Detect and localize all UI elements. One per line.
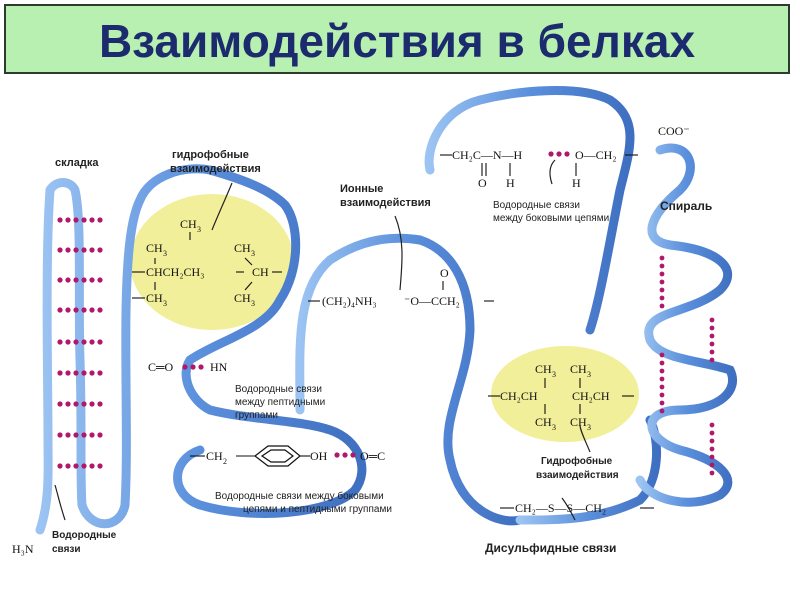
- chem-ionic-o: O: [440, 266, 449, 280]
- label-hbond-side-a: Водородные связи: [493, 200, 580, 211]
- page-title: Взаимодействия в белках: [98, 15, 696, 67]
- label-ionic-b: взаимодействия: [340, 197, 431, 209]
- hydrophobic-region-1: [130, 194, 294, 330]
- label-hydrophobic-2a: Гидрофобные: [541, 455, 613, 467]
- label-hbonds-b: связи: [52, 544, 81, 555]
- chem-ch3-e-sub: 3: [251, 299, 255, 308]
- hbond-dots-sheet: [57, 217, 103, 469]
- chem-side-chain: CH₂C—N—H: [452, 148, 523, 162]
- chem-ch3-d: CH: [234, 241, 251, 255]
- chem-ch2ch-left: CH₂CH: [500, 389, 538, 403]
- chem-side-chain-right: O—CH₂: [575, 148, 617, 162]
- chem-side-h1: H: [506, 176, 515, 190]
- chem-h3n: H₃N: [12, 542, 34, 556]
- label-hydrophobic-1b: взаимодействия: [170, 163, 261, 175]
- chem-ch3-i: CH: [570, 415, 587, 429]
- label-hbond-side-b: между боковыми цепями: [493, 212, 609, 224]
- chem-hn: HN: [210, 360, 228, 374]
- leader-lines: [54, 159, 591, 521]
- chem-oh: OH: [310, 449, 328, 463]
- chem-ionic-right: ⁻O—CCH₂: [404, 294, 460, 308]
- chem-ch3-a: CH: [180, 217, 197, 231]
- chem-ch3-b-sub: 3: [163, 249, 167, 258]
- chem-ch3-f: CH: [535, 362, 552, 376]
- chem-coo: COO⁻: [658, 124, 690, 138]
- chem-side-h2: H: [572, 176, 581, 190]
- chem-co: C═O: [148, 360, 174, 374]
- hbond-dots-misc: [182, 151, 570, 458]
- chem-ch3-c: CH: [146, 291, 163, 305]
- label-spiral: Спираль: [660, 199, 712, 213]
- chem-ch3-b: CH: [146, 241, 163, 255]
- protein-ribbon: [35, 86, 737, 535]
- chem-ch2-tyr: CH: [206, 449, 223, 463]
- title-bar: Взаимодействия в белках: [4, 4, 790, 74]
- chem-ch3-f-sub: 3: [552, 370, 556, 379]
- label-hbond-peptide-c: группами: [235, 410, 278, 421]
- chem-ch2ch-right: CH₂CH: [572, 389, 610, 403]
- benzene-ring-icon: [254, 445, 301, 467]
- chem-ch3-h-sub: 3: [552, 423, 556, 432]
- hydrophobic-region-2: [491, 346, 639, 442]
- label-ionic-a: Ионные: [340, 183, 383, 195]
- chem-ch3-c-sub: 3: [163, 299, 167, 308]
- label-hbond-peptide-a: Водородные связи: [235, 384, 322, 395]
- chem-oc: O═C: [360, 449, 385, 463]
- bond-lines: [132, 154, 654, 509]
- label-fold: складка: [55, 157, 99, 169]
- chem-ch3-e: CH: [234, 291, 251, 305]
- chem-ionic-left: (CH₂)₄NH₃: [322, 294, 377, 308]
- chem-ch3-g: CH: [570, 362, 587, 376]
- chem-ch3-h: CH: [535, 415, 552, 429]
- chem-ch2-tyr-sub: 2: [223, 457, 227, 466]
- label-hbonds-a: Водородные: [52, 530, 117, 541]
- chem-ch3-i-sub: 3: [587, 423, 591, 432]
- label-hydrophobic-2b: взаимодействия: [536, 470, 619, 481]
- label-hydrophobic-1a: гидрофобные: [172, 149, 249, 161]
- chem-ch3-d-sub: 3: [251, 249, 255, 258]
- hbond-dots-helix: [659, 255, 715, 476]
- chem-side-o: O: [478, 176, 487, 190]
- label-hbond-peptide-b: между пептидными: [235, 397, 325, 408]
- label-disulfide: Дисульфидные связи: [485, 541, 616, 555]
- chem-ch-right: CH: [252, 265, 269, 279]
- chem-ch3-a-sub: 3: [197, 225, 201, 234]
- chem-disulfide: CH₂—S—S—CH₂: [515, 501, 606, 515]
- label-hbond-mixed-b: цепями и пептидными группами: [243, 504, 392, 515]
- chem-ch3-g-sub: 3: [587, 370, 591, 379]
- label-hbond-mixed-a: Водородные связи между боковыми: [215, 490, 384, 502]
- chem-chch: CHCH₂CH₃: [146, 265, 204, 279]
